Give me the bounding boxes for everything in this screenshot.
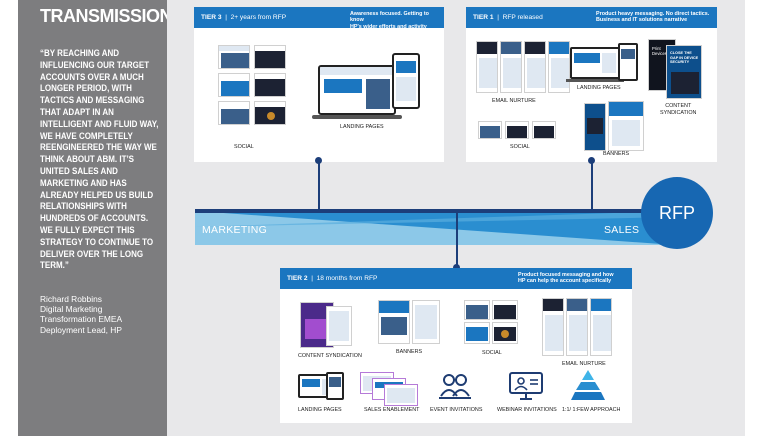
tier2-content-ebook-2 (326, 306, 352, 346)
tier3-tablet-mockup (392, 53, 420, 109)
tier2-social-1 (464, 300, 490, 320)
tier1-header: TIER 1 | RFP released Product heavy mess… (466, 7, 717, 28)
tier1-social-label: SOCIAL (510, 144, 530, 150)
tier1-banner-1 (584, 103, 606, 151)
tier2-label: TIER 2 | 18 months from RFP (287, 275, 378, 282)
timeline-band (195, 209, 675, 245)
tier2-social-3 (464, 322, 490, 344)
tier2-banner-2 (412, 300, 440, 344)
tier2-email-label: EMAIL NURTURE (562, 361, 606, 367)
tier1-email-label: EMAIL NURTURE (492, 98, 536, 104)
right-margin (745, 0, 767, 436)
marketing-label: MARKETING (202, 224, 268, 236)
tier2-landing-tablet (326, 372, 344, 400)
tier2-content-label: CONTENT SYNDICATION (298, 353, 362, 359)
quote-attribution: Richard Robbins Digital Marketing Transf… (40, 294, 170, 335)
tier1-social-2 (505, 121, 529, 139)
tier1-laptop-mockup (570, 47, 620, 79)
approach-pyramid-icon (571, 370, 605, 400)
tier3-label: TIER 3 | 2+ years from RFP (201, 14, 287, 21)
tier2-email-3 (590, 298, 612, 356)
tier3-card: TIER 3 | 2+ years from RFP Awareness foc… (194, 7, 444, 162)
tier1-social-3 (532, 121, 556, 139)
tier2-header: TIER 2 | 18 months from RFP Product focu… (280, 268, 632, 289)
tier3-connector (318, 160, 320, 211)
tier3-social-label: SOCIAL (234, 144, 254, 150)
sales-label: SALES (604, 224, 640, 236)
tier3-social-post-5 (218, 101, 250, 125)
attribution-name: Richard Robbins (40, 294, 102, 304)
tier1-banner-2 (608, 101, 644, 151)
tier1-label: TIER 1 | RFP released (473, 14, 543, 21)
tier3-landing-label: LANDING PAGES (340, 124, 384, 130)
tier2-enablement-doc-3 (384, 384, 418, 406)
tier2-social-label: SOCIAL (482, 350, 502, 356)
tier1-tablet-mockup (618, 43, 638, 81)
tier2-approach-label: 1:1/ 1:FEW APPROACH (562, 407, 621, 413)
tier1-node (588, 157, 595, 164)
timeline-mid-wedge (195, 211, 675, 227)
tier2-email-1 (542, 298, 564, 356)
tier2-webinar-label: WEBINAR INVITATIONS (497, 407, 557, 413)
tier2-social-4 (492, 322, 518, 344)
tier2-connector (456, 211, 458, 267)
tier2-card: TIER 2 | 18 months from RFP Product focu… (280, 268, 632, 423)
tier3-social-post-4 (254, 73, 286, 97)
tier1-social-1 (478, 121, 502, 139)
tier1-email-1 (476, 41, 498, 93)
tier3-header: TIER 3 | 2+ years from RFP Awareness foc… (194, 7, 444, 30)
attribution-role-2: Transformation EMEA (40, 314, 123, 325)
tier1-ebook-blue: CLOSE THE GAP IN DEVICE SECURITY (666, 45, 702, 99)
webinar-screen-icon (509, 372, 543, 400)
tier1-email-4 (548, 41, 570, 93)
attribution-role-1: Digital Marketing (40, 304, 103, 315)
tier2-enablement-label: SALES ENABLEMENT (364, 407, 420, 413)
tier3-node (315, 157, 322, 164)
transmission-logo: TRANSMISSION (40, 6, 179, 27)
tier2-landing-label: LANDING PAGES (298, 407, 342, 413)
quote-panel: TRANSMISSION “BY REACHING AND INFLUENCIN… (18, 0, 179, 436)
tier1-email-2 (500, 41, 522, 93)
tier2-node (453, 264, 460, 271)
attribution-role-3: Deployment Lead, HP (40, 324, 122, 335)
timeline-top-line (195, 209, 675, 213)
ebook-title: Print Devices (652, 46, 667, 56)
rfp-milestone: RFP (641, 177, 713, 249)
tier1-banners-label: BANNERS (603, 151, 630, 157)
testimonial-quote: “BY REACHING AND INFLUENCING OUR TARGET … (40, 48, 159, 271)
tier3-laptop-mockup (318, 65, 396, 115)
tier1-email-3 (524, 41, 546, 93)
tier3-social-post-3 (218, 73, 250, 97)
tier1-card: TIER 1 | RFP released Product heavy mess… (466, 7, 717, 162)
tier3-laptop-base (312, 115, 402, 119)
tier2-events-label: EVENT INVITATIONS (430, 407, 483, 413)
tier2-email-2 (566, 298, 588, 356)
tier3-social-post-2 (254, 45, 286, 69)
tier3-social-post-6 (254, 101, 286, 125)
tier1-connector (591, 160, 593, 211)
tier2-social-2 (492, 300, 518, 320)
tier2-banners-label: BANNERS (396, 349, 423, 355)
tier3-social-post-1 (218, 45, 250, 69)
ebook-subtitle: CLOSE THE GAP IN DEVICE SECURITY (670, 51, 699, 65)
tier1-description: Product heavy messaging. No direct tacti… (596, 11, 710, 24)
tier1-landing-label: LANDING PAGES (577, 85, 621, 91)
tier1-laptop-base (566, 79, 624, 82)
event-people-icon (439, 374, 471, 399)
tier2-banner-1 (378, 300, 410, 344)
